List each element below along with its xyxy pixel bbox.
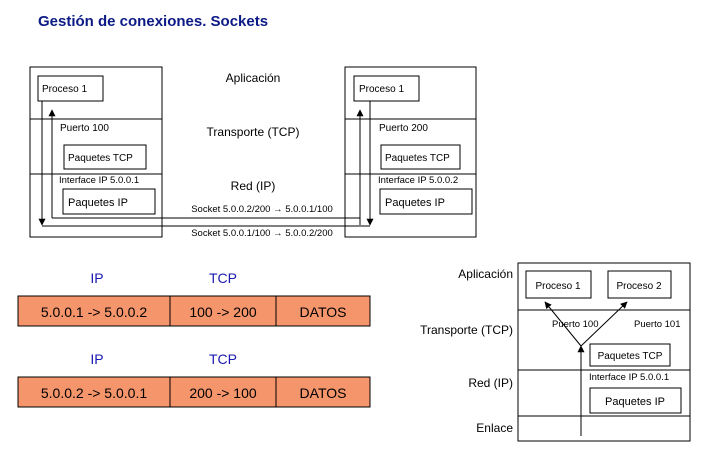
right-tcp-box <box>380 144 461 170</box>
right-ip-box <box>379 188 473 215</box>
left-tcp-label: Paquetes TCP <box>68 153 133 164</box>
left-ip-label: Paquetes IP <box>68 197 128 209</box>
stack-process2-box <box>607 270 672 299</box>
stack-process1-label: Proceso 1 <box>535 281 580 292</box>
stack-layer-link: Enlace <box>476 421 513 435</box>
packet1-data-value: DATOS <box>300 304 347 320</box>
left-interface-label: Interface IP 5.0.0.1 <box>59 175 139 186</box>
left-tcp-box <box>63 144 147 170</box>
packet1-ip-value: 5.0.0.1 -> 5.0.0.2 <box>41 304 147 320</box>
right-ip-label: Paquetes IP <box>385 197 445 209</box>
stack-arrow-to-process1 <box>544 301 582 347</box>
packet1-tcp-value: 100 -> 200 <box>189 304 257 320</box>
stack-port2-label: Puerto 101 <box>634 319 680 330</box>
packet1-tcp-header: TCP <box>209 270 237 286</box>
left-process-label: Proceso 1 <box>42 84 87 95</box>
top-layer-transport: Transporte (TCP) <box>207 125 300 139</box>
packet2-tcp-header: TCP <box>209 351 237 367</box>
left-ip-box <box>62 188 156 215</box>
right-process-box <box>353 75 420 102</box>
top-layer-application: Aplicación <box>226 71 281 85</box>
right-port-label: Puerto 200 <box>379 123 428 134</box>
packet2: 5.0.0.2 -> 5.0.0.1 200 -> 100 DATOS <box>17 376 371 408</box>
packet2-ip-value: 5.0.0.2 -> 5.0.0.1 <box>41 385 147 401</box>
stack-layer-application: Aplicación <box>458 267 513 281</box>
stack-port1-label: Puerto 100 <box>552 319 598 330</box>
right-tcp-label: Paquetes TCP <box>385 153 450 164</box>
packet1: 5.0.0.1 -> 5.0.0.2 100 -> 200 DATOS <box>17 295 371 327</box>
left-host-frame <box>29 66 163 238</box>
packet1-data-cell <box>275 295 371 327</box>
packet2-ip-cell <box>17 376 171 408</box>
packet2-ip-header: IP <box>90 351 103 367</box>
packet2-tcp-cell <box>169 376 277 408</box>
packet1-ip-header: IP <box>90 270 103 286</box>
stack-process2-label: Proceso 2 <box>616 281 661 292</box>
packet1-ip-cell <box>17 295 171 327</box>
stack-process1-box <box>525 270 592 299</box>
right-host-frame <box>344 66 477 238</box>
stack-layer-transport: Transporte (TCP) <box>420 323 513 337</box>
packet1-tcp-cell <box>169 295 277 327</box>
top-layer-network: Red (IP) <box>231 179 276 193</box>
socket-out-label: Socket 5.0.0.2/200 → 5.0.0.1/100 <box>191 204 333 215</box>
stack-tcp-label: Paquetes TCP <box>598 351 663 362</box>
socket-in-label: Socket 5.0.0.1/100 → 5.0.0.2/200 <box>191 228 333 239</box>
stack-frame <box>517 262 691 442</box>
stack-interface-label: Interface IP 5.0.0.1 <box>589 372 669 383</box>
stack-ip-box <box>589 387 682 414</box>
packet2-data-cell <box>275 376 371 408</box>
stack-tcp-box <box>589 343 671 367</box>
right-interface-label: Interface IP 5.0.0.2 <box>378 175 458 186</box>
left-port-label: Puerto 100 <box>60 123 109 134</box>
right-process-label: Proceso 1 <box>359 84 404 95</box>
stack-layer-network: Red (IP) <box>468 376 513 390</box>
packet2-tcp-value: 200 -> 100 <box>189 385 257 401</box>
page-title: Gestión de conexiones. Sockets <box>38 13 268 30</box>
packet2-data-value: DATOS <box>300 385 347 401</box>
stack-arrow-to-process2 <box>580 301 628 347</box>
left-process-box <box>37 75 104 102</box>
stack-ip-label: Paquetes IP <box>605 396 665 408</box>
